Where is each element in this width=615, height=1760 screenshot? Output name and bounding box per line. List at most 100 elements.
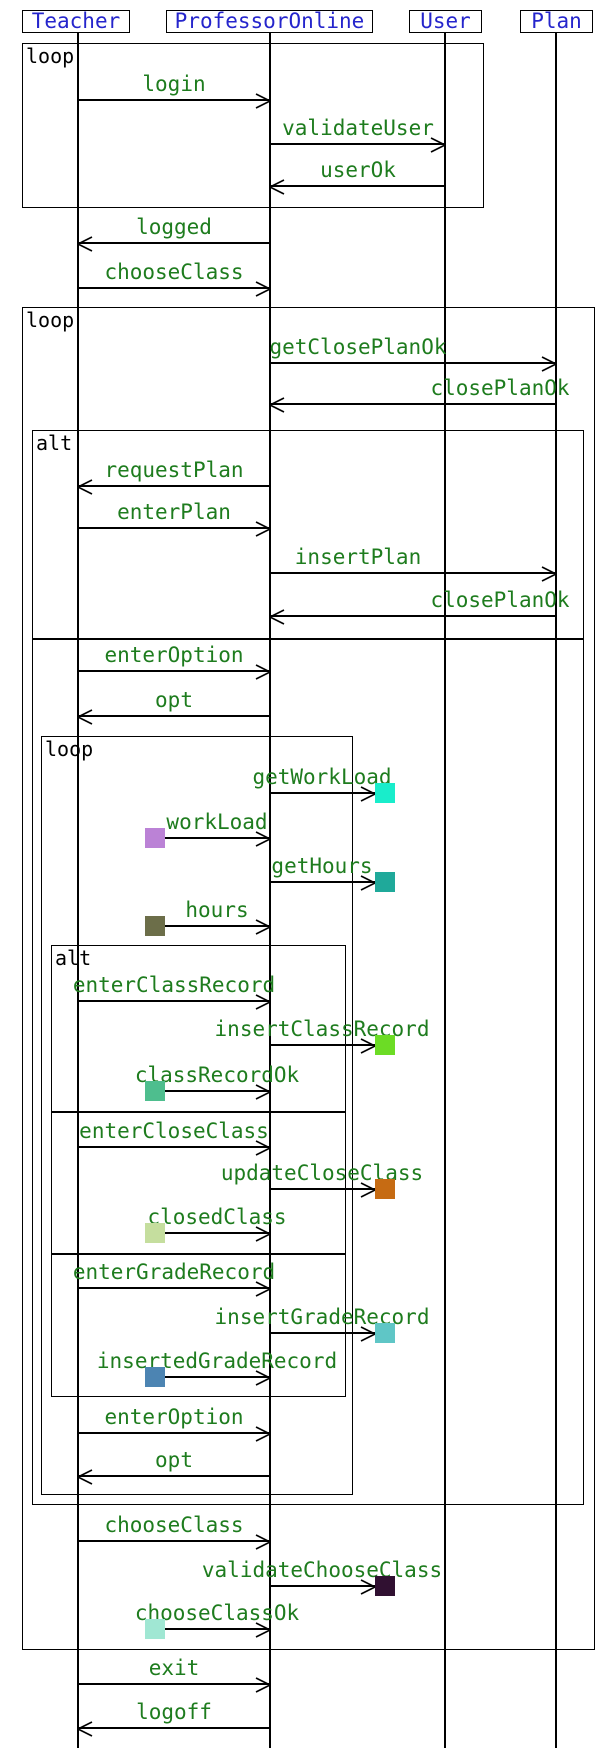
message-endpoint-square-classrecordok-20 [145, 1081, 165, 1101]
message-label-chooseclassok-31: chooseClassOk [134, 1601, 300, 1625]
message-endpoint-square-updatecloseclass-22 [375, 1179, 395, 1199]
arrowhead-icon [360, 1037, 376, 1054]
message-line-hours-17 [165, 925, 270, 927]
message-endpoint-square-getworkload-14 [375, 783, 395, 803]
participant-box-plan: Plan [520, 10, 593, 33]
message-label-chooseclass-5: chooseClass [104, 260, 244, 284]
lifeline-user [444, 33, 446, 1748]
message-label-requestplan-8: requestPlan [104, 458, 244, 482]
arrowhead-icon [269, 608, 285, 625]
participant-label-teacher: Teacher [31, 9, 121, 33]
message-line-insertgraderecord-25 [270, 1332, 375, 1334]
message-line-logoff-33 [78, 1727, 270, 1729]
message-endpoint-square-closedclass-23 [145, 1223, 165, 1243]
frame-loop-4 [41, 736, 353, 1495]
message-line-userok-3 [270, 185, 445, 187]
arrowhead-icon [255, 1425, 271, 1442]
message-line-opt-13 [78, 715, 270, 717]
message-endpoint-square-workload-15 [145, 828, 165, 848]
arrowhead-icon [541, 355, 557, 372]
message-label-updatecloseclass-22: updateCloseClass [220, 1161, 424, 1185]
message-line-closedclass-23 [165, 1232, 270, 1234]
message-label-closeplanok-7: closePlanOk [430, 376, 570, 400]
message-line-chooseclass-29 [78, 1540, 270, 1542]
arrowhead-icon [541, 565, 557, 582]
message-line-chooseclass-5 [78, 287, 270, 289]
arrowhead-icon [255, 918, 271, 935]
message-line-classrecordok-20 [165, 1090, 270, 1092]
message-line-enteroption-12 [78, 670, 270, 672]
frame-label-alt-3: alt [36, 431, 73, 455]
message-label-enteroption-27: enterOption [104, 1405, 244, 1429]
arrowhead-icon [255, 1083, 271, 1100]
message-line-entergraderecord-24 [78, 1287, 270, 1289]
message-label-chooseclass-29: chooseClass [104, 1513, 244, 1537]
message-line-requestplan-8 [78, 485, 270, 487]
message-label-gethours-16: getHours [271, 854, 373, 878]
message-label-hours-17: hours [185, 898, 249, 922]
message-line-insertclassrecord-19 [270, 1044, 375, 1046]
participant-box-professoronline: ProfessorOnline [166, 10, 373, 33]
message-line-closeplanok-11 [270, 615, 556, 617]
frame-alt-5-divider-2 [51, 1253, 346, 1255]
message-label-classrecordok-20: classRecordOk [134, 1063, 300, 1087]
arrowhead-icon [269, 178, 285, 195]
message-endpoint-square-insertgraderecord-25 [375, 1323, 395, 1343]
frame-label-loop-4: loop [45, 737, 94, 761]
frame-label-loop-2: loop [26, 308, 75, 332]
arrowhead-icon [255, 92, 271, 109]
message-line-entercloseclass-21 [78, 1146, 270, 1148]
arrowhead-icon [255, 280, 271, 297]
message-label-entercloseclass-21: enterCloseClass [79, 1119, 269, 1143]
message-label-closeplanok-11: closePlanOk [430, 588, 570, 612]
message-label-exit-32: exit [148, 1656, 200, 1680]
lifeline-professoronline [269, 33, 271, 1748]
frame-label-alt-5: alt [55, 946, 92, 970]
frame-loop-1 [22, 43, 484, 208]
message-label-enterclassrecord-18: enterClassRecord [72, 973, 276, 997]
message-line-getworkload-14 [270, 792, 375, 794]
arrowhead-icon [360, 1578, 376, 1595]
message-label-insertclassrecord-19: insertClassRecord [214, 1017, 430, 1041]
arrowhead-icon [360, 1181, 376, 1198]
message-endpoint-square-validatechooseclass-30 [375, 1576, 395, 1596]
message-line-login-1 [78, 99, 270, 101]
message-line-enterplan-9 [78, 527, 270, 529]
frame-alt-5-divider-1 [51, 1111, 346, 1113]
arrowhead-icon [255, 1533, 271, 1550]
arrowhead-icon [77, 1720, 93, 1737]
lifeline-teacher [77, 33, 79, 1748]
arrowhead-icon [77, 478, 93, 495]
message-line-insertplan-10 [270, 572, 556, 574]
message-line-validateuser-2 [270, 143, 445, 145]
arrowhead-icon [77, 235, 93, 252]
arrowhead-icon [255, 830, 271, 847]
frame-alt-3 [32, 430, 584, 1505]
frame-alt-3-divider-1 [32, 638, 584, 640]
arrowhead-icon [255, 1225, 271, 1242]
arrowhead-icon [360, 874, 376, 891]
message-endpoint-square-chooseclassok-31 [145, 1619, 165, 1639]
message-line-closeplanok-7 [270, 403, 556, 405]
message-label-opt-13: opt [155, 688, 193, 712]
message-label-enterplan-9: enterPlan [117, 500, 231, 524]
message-label-entergraderecord-24: enterGradeRecord [72, 1260, 276, 1284]
message-label-insertedgraderecord-26: insertedGradeRecord [96, 1349, 338, 1373]
message-label-workload-15: workLoad [166, 810, 268, 834]
arrowhead-icon [77, 1468, 93, 1485]
message-label-getworkload-14: getWorkLoad [252, 765, 392, 789]
message-line-enteroption-27 [78, 1432, 270, 1434]
participant-box-teacher: Teacher [22, 10, 130, 33]
message-line-logged-4 [78, 242, 270, 244]
arrowhead-icon [255, 1369, 271, 1386]
message-label-validatechooseclass-30: validateChooseClass [201, 1558, 443, 1582]
lifeline-plan [555, 33, 557, 1748]
arrowhead-icon [255, 1676, 271, 1693]
participant-label-professoronline: ProfessorOnline [174, 9, 365, 33]
participant-label-user: User [420, 9, 471, 33]
participant-label-plan: Plan [531, 9, 582, 33]
arrowhead-icon [255, 520, 271, 537]
message-line-gethours-16 [270, 881, 375, 883]
message-label-validateuser-2: validateUser [282, 116, 434, 140]
